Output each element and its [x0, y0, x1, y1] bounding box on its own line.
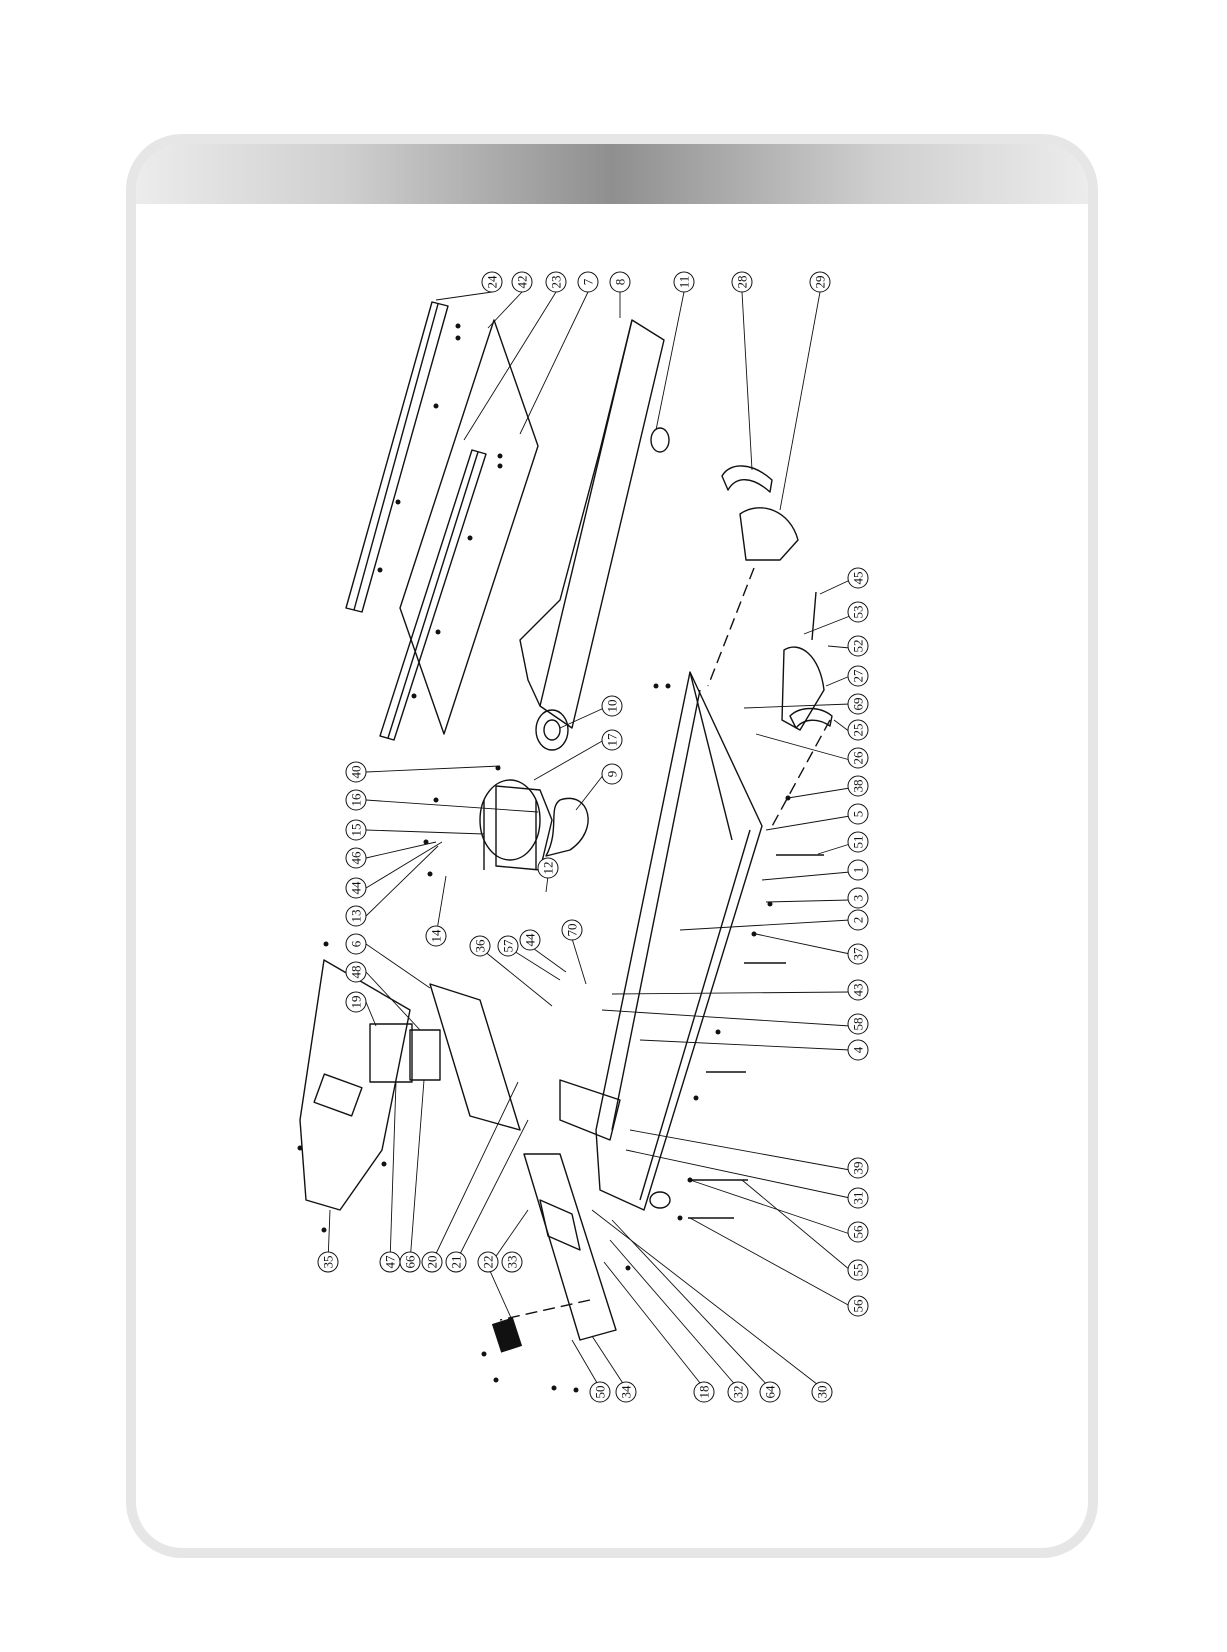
main-frame-crossbar: [690, 672, 732, 840]
callout-number: 9: [605, 771, 620, 778]
callout-number: 50: [593, 1386, 608, 1399]
callout-number: 21: [449, 1256, 464, 1269]
rear-foot: [650, 1192, 670, 1208]
callout-number: 43: [851, 984, 866, 997]
callout-number: 37: [851, 947, 866, 961]
callout-number: 35: [321, 1256, 336, 1269]
alignment-line-handle: [770, 720, 830, 830]
callout-number: 3: [851, 895, 866, 902]
callout-number: 30: [815, 1386, 830, 1399]
callout-number: 52: [851, 640, 866, 653]
callouts-right: 45 53 52 27 69 25 26 38 5 51 1 3 2 37 43 58 4 39 31 56 55 56: [848, 568, 868, 1316]
callout-number: 12: [541, 862, 556, 875]
callout-number: 18: [697, 1386, 712, 1399]
callout-number: 46: [349, 851, 364, 865]
callout-number: 66: [403, 1255, 418, 1269]
side-rail-lower-line: [388, 452, 478, 738]
callout-number: 10: [605, 700, 620, 713]
callout-number: 27: [851, 669, 866, 683]
front-roller: [536, 710, 568, 750]
callout-number: 45: [851, 572, 866, 585]
rear-roller: [651, 428, 669, 452]
main-frame-inner-rail: [612, 690, 700, 1130]
side-rail-upper-line: [354, 304, 438, 610]
motor-bracket: [496, 786, 552, 870]
callout-number: 38: [851, 780, 866, 793]
rear-end-cap: [740, 508, 798, 560]
callouts-left: 40 16 15 46 44 13 14 6 48 19 35 47 66 20 21 33 22 50 34: [318, 762, 636, 1402]
callout-number: 16: [349, 793, 364, 807]
callout-number: 58: [851, 1018, 866, 1031]
front-base-cover: [524, 1154, 616, 1340]
callout-number: 36: [473, 939, 488, 953]
front-cover-window: [540, 1200, 580, 1250]
callout-number: 20: [425, 1256, 440, 1269]
callout-number: 56: [851, 1225, 866, 1239]
callout-number: 70: [565, 924, 580, 937]
callout-number: 31: [851, 1192, 866, 1205]
lift-assembly: [560, 1080, 620, 1140]
callout-number: 2: [851, 917, 866, 924]
callout-number: 28: [735, 276, 750, 289]
callout-number: 53: [851, 606, 866, 619]
front-roller-hub: [544, 720, 560, 740]
callout-number: 7: [581, 278, 596, 285]
callout-number: 32: [731, 1386, 746, 1399]
callouts-bottom: 18 32 64 30: [694, 1382, 832, 1402]
callout-number: 1: [851, 867, 866, 874]
callout-number: 8: [613, 279, 628, 286]
callout-number: 23: [549, 276, 564, 289]
deck-board: [400, 320, 538, 734]
callout-number: 39: [851, 1162, 866, 1175]
callout-number: 42: [515, 276, 530, 289]
drive-belt: [546, 798, 588, 856]
callout-number: 57: [501, 939, 516, 953]
callout-number: 5: [851, 811, 866, 818]
callout-number: 25: [851, 724, 866, 737]
rear-cover: [782, 647, 824, 730]
callout-number: 15: [349, 824, 364, 837]
callout-number: 47: [383, 1255, 398, 1269]
running-belt: [520, 320, 664, 728]
alignment-line-rear: [708, 568, 754, 686]
callout-number: 34: [619, 1385, 634, 1399]
inverter-box: [410, 1030, 440, 1080]
callout-number: 13: [349, 910, 364, 923]
callout-number: 22: [481, 1256, 496, 1269]
callouts-top: 24 42 23 7 8 11 28 29: [482, 272, 830, 292]
belt-edge: [540, 320, 632, 706]
callout-number: 24: [485, 275, 500, 289]
callout-number: 40: [349, 766, 364, 779]
callout-number: 69: [851, 698, 866, 711]
callout-number: 44: [523, 933, 538, 947]
callouts-mid: 10 17 9 12 36 57 44 70: [470, 696, 622, 956]
rear-handle-upper: [722, 466, 772, 492]
callout-number: 44: [349, 881, 364, 895]
console-module: [492, 1317, 522, 1352]
callout-number: 26: [851, 751, 866, 765]
main-frame: [596, 672, 762, 1210]
callout-number: 14: [429, 929, 444, 943]
callout-number: 51: [851, 836, 866, 849]
alignment-line-front: [500, 1300, 590, 1320]
callout-number: 6: [349, 940, 364, 947]
callout-number: 55: [851, 1264, 866, 1277]
control-board-plate: [430, 984, 520, 1130]
motor-body: [480, 780, 540, 860]
main-frame-outer-rail: [640, 830, 750, 1200]
callout-number: 29: [813, 276, 828, 289]
callout-number: 33: [505, 1256, 520, 1269]
callout-number: 17: [605, 733, 620, 747]
callout-number: 19: [349, 996, 364, 1009]
callout-number: 11: [677, 276, 692, 289]
side-rail-upper: [346, 302, 448, 612]
callout-number: 4: [851, 1046, 866, 1053]
callout-number: 64: [763, 1385, 778, 1399]
motor-cover-vent: [314, 1074, 362, 1116]
callout-number: 48: [349, 966, 364, 979]
callout-number: 56: [851, 1299, 866, 1313]
